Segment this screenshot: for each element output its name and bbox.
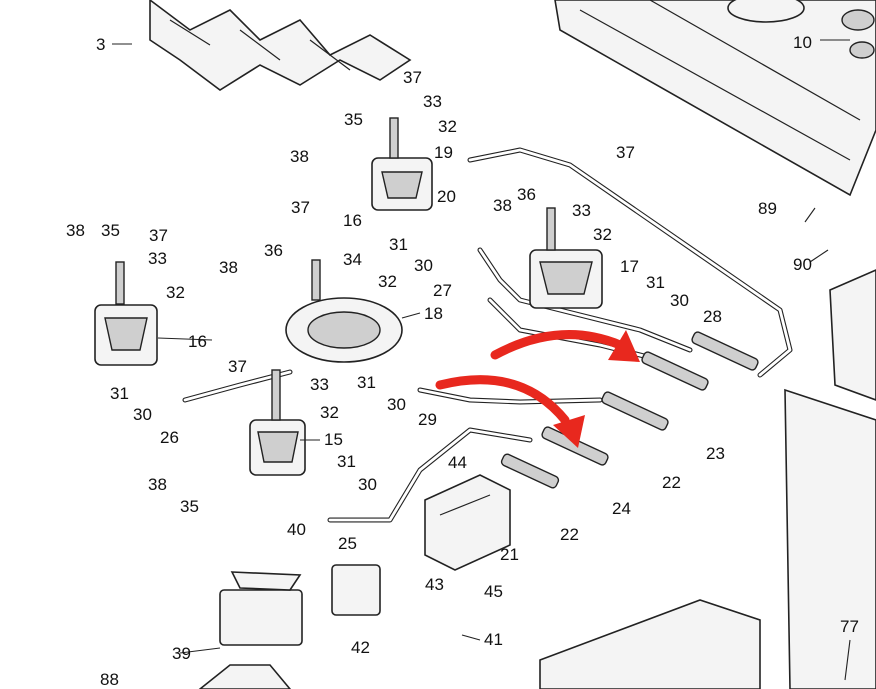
callout-88: 88 [100,670,119,689]
bracket-40 [230,571,302,591]
callout-31: 31 [646,273,665,292]
callout-23: 23 [706,444,725,463]
callout-19: 19 [434,143,453,162]
callout-35: 35 [101,221,120,240]
burner-valve-left [94,261,158,366]
callout-39: 39 [172,644,191,663]
callout-28: 28 [703,307,722,326]
callout-15: 15 [324,430,343,449]
callout-33: 33 [572,201,591,220]
callout-26: 26 [160,428,179,447]
callout-29: 29 [418,410,437,429]
callout-33: 33 [310,375,329,394]
callout-24: 24 [612,499,631,518]
callout-90: 90 [793,255,812,274]
red-arrow-lower-head [553,415,585,448]
callout-89: 89 [758,199,777,218]
callout-30: 30 [387,395,406,414]
callout-20: 20 [437,187,456,206]
callout-38: 38 [493,196,512,215]
ignition-box [424,474,511,571]
callout-37: 37 [616,143,635,162]
callout-17: 17 [620,257,639,276]
callout-22: 22 [560,525,579,544]
ring-burner [285,259,403,363]
cooktop-panel [554,0,876,197]
leader-lines [112,39,851,681]
callout-40: 40 [287,520,306,539]
switch-42 [331,564,381,616]
callout-30: 30 [358,475,377,494]
burner-grate [149,0,412,91]
callout-44: 44 [448,453,467,472]
callout-45: 45 [484,582,503,601]
callout-21: 21 [500,545,519,564]
callout-18: 18 [424,304,443,323]
callout-37: 37 [291,198,310,217]
red-arrow-upper-head [608,330,640,362]
burner-valve-right [529,207,603,309]
callout-16: 16 [188,332,207,351]
callout-36: 36 [517,185,536,204]
callout-30: 30 [133,405,152,424]
callout-38: 38 [66,221,85,240]
callout-34: 34 [343,250,362,269]
callout-38: 38 [219,258,238,277]
callout-31: 31 [357,373,376,392]
terminal-block-39 [219,589,303,646]
callout-42: 42 [351,638,370,657]
callout-31: 31 [389,235,408,254]
callout-43: 43 [425,575,444,594]
side-panel [784,269,876,689]
callout-labels: 3 10 37 33 35 32 38 19 37 20 16 36 38 33… [66,33,859,689]
callout-30: 30 [670,291,689,310]
callout-30: 30 [414,256,433,275]
highlight-arrows [435,330,640,448]
callout-27: 27 [433,281,452,300]
injector-manifold-a [641,331,759,391]
callout-37: 37 [228,357,247,376]
callout-35: 35 [344,110,363,129]
callout-35: 35 [180,497,199,516]
callout-32: 32 [320,403,339,422]
callout-37: 37 [149,226,168,245]
callout-10: 10 [793,33,812,52]
callout-32: 32 [378,272,397,291]
callout-37: 37 [403,68,422,87]
callout-16: 16 [343,211,362,230]
red-arrow-upper [490,330,625,360]
callout-32: 32 [166,283,185,302]
callout-3: 3 [96,35,105,54]
callout-32: 32 [438,117,457,136]
callout-22: 22 [662,473,681,492]
callout-38: 38 [290,147,309,166]
injector-manifold-b [500,391,669,489]
burner-valve-upper [371,117,433,211]
callout-25: 25 [338,534,357,553]
callout-38: 38 [148,475,167,494]
callout-33: 33 [148,249,167,268]
red-arrow-lower [435,375,570,425]
callout-32: 32 [593,225,612,244]
callout-31: 31 [337,452,356,471]
lower-cavity [198,599,761,689]
callout-33: 33 [423,92,442,111]
burner-valve-lower [249,369,306,476]
callout-36: 36 [264,241,283,260]
callout-31: 31 [110,384,129,403]
callout-77: 77 [840,617,859,636]
callout-41: 41 [484,630,503,649]
